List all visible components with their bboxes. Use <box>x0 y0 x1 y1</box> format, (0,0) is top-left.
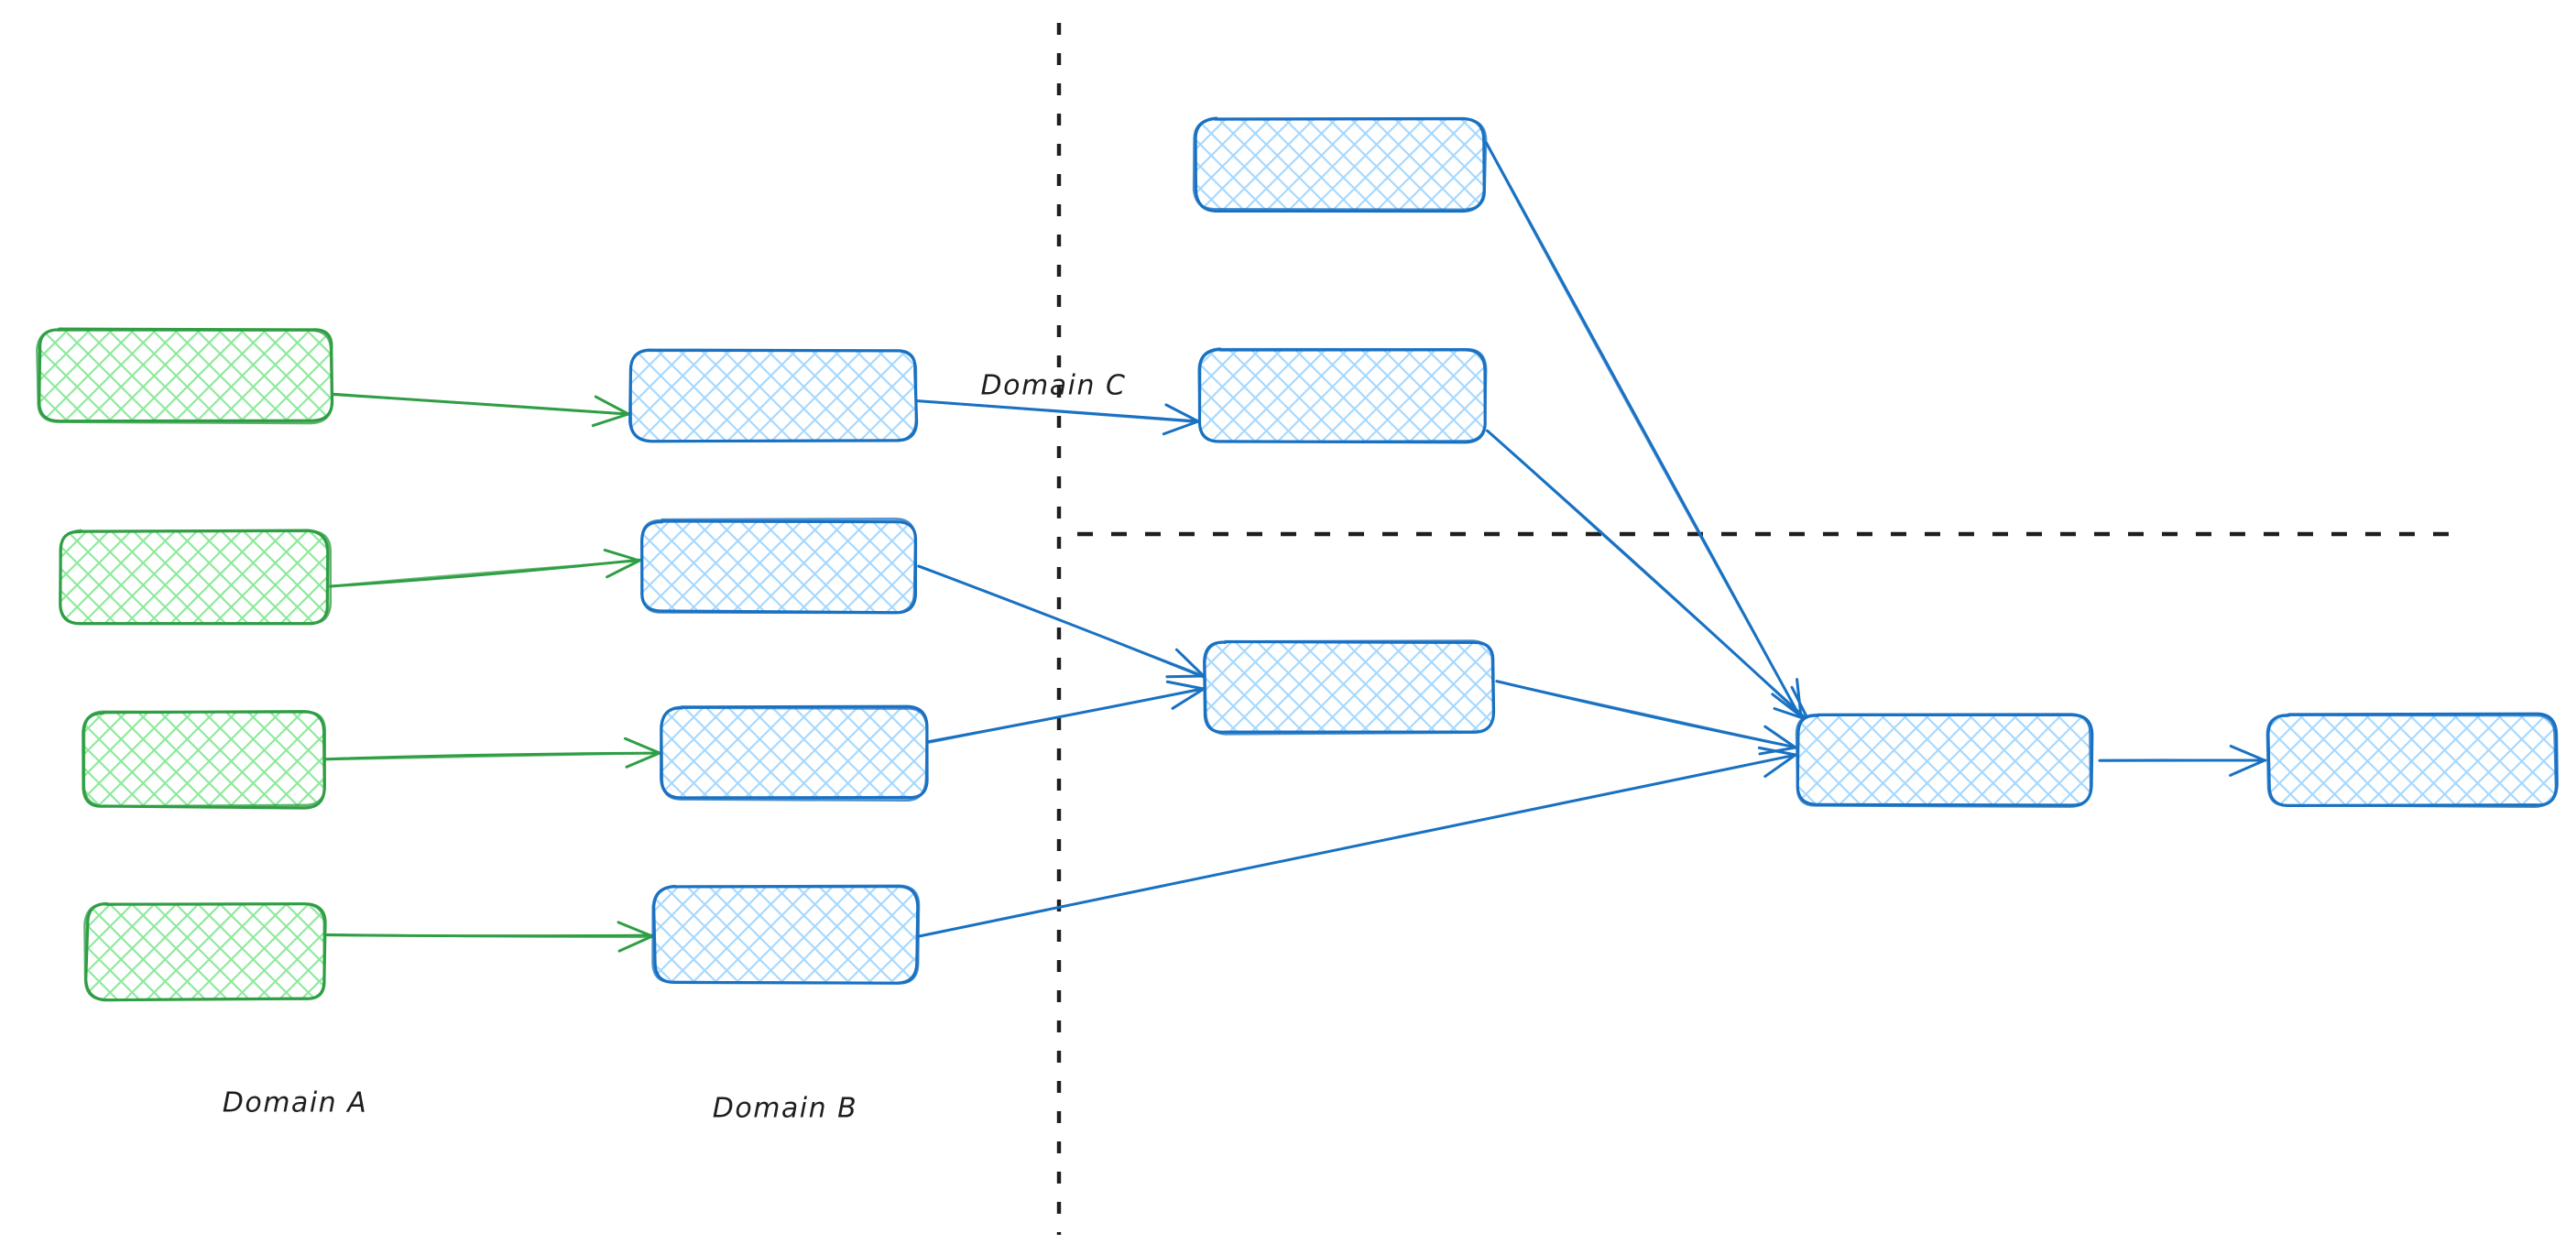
node-a1[interactable] <box>36 327 334 425</box>
edge-b5-to-c1 <box>1495 680 1797 756</box>
node-fill <box>654 887 918 982</box>
node-outline <box>36 328 333 425</box>
node-outline <box>38 327 334 423</box>
node-outline <box>1795 713 2092 808</box>
edge-a3-to-b4 <box>324 737 662 769</box>
edge-a2-to-b3 <box>327 548 641 588</box>
edge-a4-to-b6 <box>325 921 654 953</box>
node-fill <box>84 713 324 806</box>
node-fill <box>661 707 927 799</box>
node-fill <box>630 350 916 442</box>
node-outline <box>660 706 929 802</box>
node-b4[interactable] <box>659 704 930 802</box>
label-domain-b: Domain B <box>713 1093 858 1125</box>
node-a3[interactable] <box>82 710 327 810</box>
node-outline <box>82 710 327 808</box>
node-a2[interactable] <box>58 529 333 628</box>
edge-b3-to-b5 <box>917 564 1206 679</box>
edge-b0-to-c1 <box>1484 141 1803 719</box>
edge-b4-to-b5 <box>926 680 1206 744</box>
node-fill <box>641 520 916 612</box>
node-outline <box>1203 639 1495 736</box>
edge-b6-to-c1 <box>917 746 1797 938</box>
node-outline <box>1192 117 1488 212</box>
edge-b2-to-c1 <box>1485 429 1810 723</box>
nodes <box>36 116 2559 1003</box>
node-outline <box>640 518 917 615</box>
node-fill <box>1200 350 1486 442</box>
node-outline <box>1197 347 1488 443</box>
node-fill <box>38 330 332 421</box>
node-b2[interactable] <box>1197 347 1489 444</box>
node-a4[interactable] <box>83 902 327 1003</box>
node-b6[interactable] <box>651 884 921 985</box>
node-b5[interactable] <box>1203 638 1496 736</box>
edge-c1-to-c2 <box>2098 744 2267 777</box>
domain-labels: Domain A Domain B Domain C <box>223 370 1127 1125</box>
node-outline <box>83 902 326 1001</box>
label-domain-a: Domain A <box>223 1087 367 1119</box>
node-outline <box>651 884 921 985</box>
node-fill <box>1797 715 2090 806</box>
node-outline <box>59 529 333 625</box>
node-b3[interactable] <box>639 518 919 615</box>
node-outline <box>628 349 918 443</box>
node-c2[interactable] <box>2265 712 2559 809</box>
edges <box>324 141 2267 953</box>
node-b1[interactable] <box>628 347 919 444</box>
node-fill <box>1206 641 1493 733</box>
node-outline <box>2265 714 2558 809</box>
node-fill <box>60 531 329 625</box>
edge-a1-to-b1 <box>329 392 631 428</box>
node-c1[interactable] <box>1795 712 2094 809</box>
domain-dividers <box>1056 23 2451 1235</box>
node-fill <box>1195 120 1484 210</box>
label-domain-c: Domain C <box>981 370 1127 402</box>
node-fill <box>2268 715 2556 806</box>
node-b0[interactable] <box>1192 116 1488 213</box>
node-fill <box>86 905 324 1000</box>
